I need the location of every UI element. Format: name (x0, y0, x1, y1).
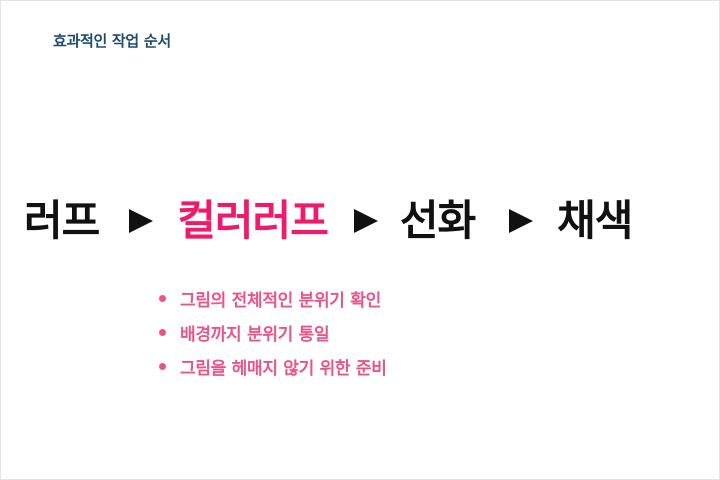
bullet-icon (159, 328, 166, 336)
step-rough: 러프 (24, 196, 100, 245)
color-rough-notes: 그림의 전체적인 분위기 확인 배경까지 분위기 통일 그림을 헤매지 않기 위… (159, 281, 387, 383)
list-item: 배경까지 분위기 통일 (159, 315, 387, 349)
step-coloring: 채색 (557, 196, 633, 245)
workflow-steps: 러프 컬러러프 선화 채색 (24, 191, 633, 251)
step-line-art: 선화 (399, 196, 476, 245)
note-text: 그림의 전체적인 분위기 확인 (180, 290, 381, 311)
note-text: 배경까지 분위기 통일 (180, 324, 330, 345)
bullet-icon (159, 294, 166, 302)
list-item: 그림의 전체적인 분위기 확인 (159, 281, 387, 315)
step-color-rough: 컬러러프 (177, 196, 329, 245)
list-item: 그림을 헤매지 않기 위한 준비 (159, 349, 387, 383)
right-arrow-icon (353, 209, 378, 233)
right-arrow-icon (509, 209, 534, 233)
bullet-icon (159, 362, 166, 370)
slide-title: 효과적인 작업 순서 (53, 32, 171, 50)
right-arrow-icon (129, 209, 154, 233)
note-text: 그림을 헤매지 않기 위한 준비 (180, 358, 387, 379)
